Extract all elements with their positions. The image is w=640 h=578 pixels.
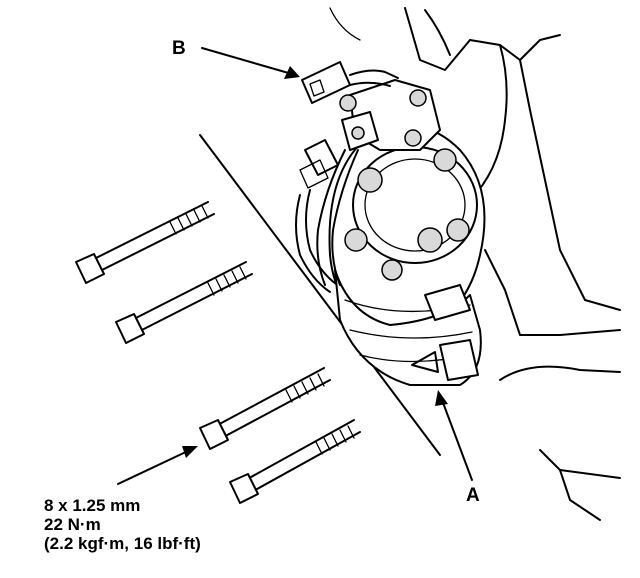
torque-nm-text: 22 N·m <box>44 515 101 534</box>
bolt-size-text: 8 x 1.25 mm <box>44 496 141 515</box>
torque-spec: 8 x 1.25 mm 22 N·m (2.2 kgf·m, 16 lbf·ft… <box>44 496 201 553</box>
top-valve-assembly <box>339 79 441 151</box>
engine-structure <box>329 7 621 521</box>
callout-a-label: A <box>466 485 480 506</box>
connector-b <box>301 61 399 104</box>
bolt-4 <box>229 419 361 504</box>
bolt-1 <box>75 201 215 284</box>
bolt-2 <box>115 261 253 344</box>
leader-spec <box>117 446 198 485</box>
leader-b <box>201 47 300 79</box>
reference-line <box>199 134 441 456</box>
wiring-harness <box>295 139 359 293</box>
compressor <box>328 124 486 386</box>
bolt-3 <box>199 367 331 450</box>
torque-alt-text: (2.2 kgf·m, 16 lbf·ft) <box>44 534 201 553</box>
leader-a <box>435 390 473 481</box>
callout-b-label: B <box>172 38 186 59</box>
